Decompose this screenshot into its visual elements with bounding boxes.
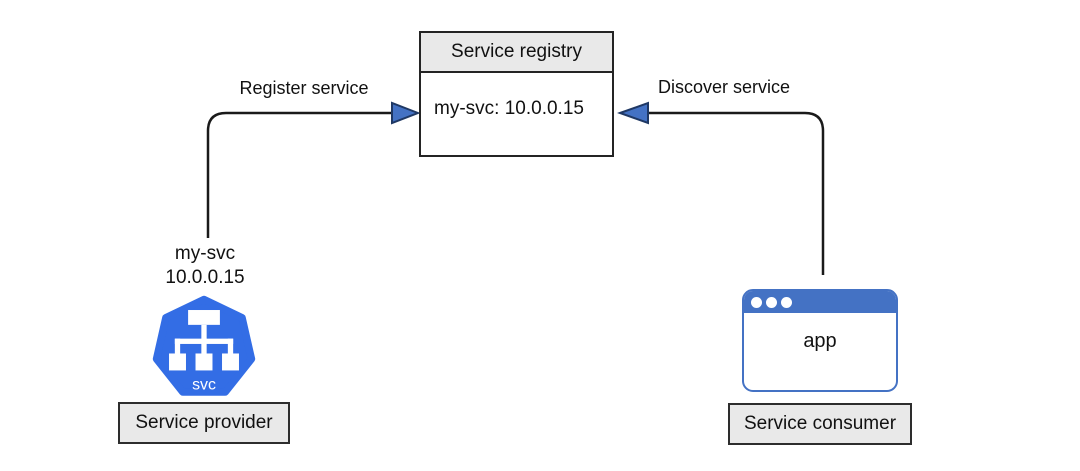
discover-service-label: Discover service	[657, 77, 791, 97]
register-arrow-line	[206, 111, 392, 238]
app-label: app	[803, 330, 837, 352]
svc-icon-label: svc	[192, 377, 216, 394]
service-tree-glyph	[169, 310, 239, 371]
register-arrowhead-icon	[391, 101, 421, 125]
kubernetes-service-icon: svc	[152, 295, 256, 396]
service-registry-box: Service registry my-svc: 10.0.0.15	[419, 31, 614, 157]
registry-entry: my-svc: 10.0.0.15	[434, 98, 584, 119]
provider-service-ip: 10.0.0.15	[165, 267, 245, 288]
app-window: app	[742, 289, 898, 392]
window-dot-icon	[766, 296, 777, 308]
service-consumer-caption: Service consumer	[728, 403, 912, 445]
provider-service-name: my-svc	[174, 243, 236, 264]
app-window-titlebar	[744, 291, 896, 313]
discover-arrow-line	[648, 111, 825, 275]
register-service-label: Register service	[239, 78, 369, 98]
window-dot-icon	[751, 296, 762, 308]
service-provider-caption: Service provider	[118, 402, 290, 444]
service-registry-title: Service registry	[421, 33, 612, 73]
discover-arrowhead-icon	[617, 101, 649, 125]
window-dot-icon	[781, 296, 792, 308]
